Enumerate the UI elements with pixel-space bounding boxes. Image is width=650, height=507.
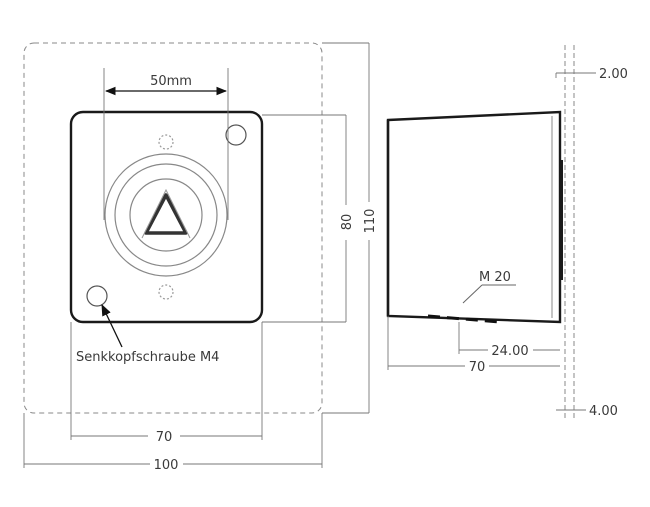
dim-110	[322, 42, 370, 414]
dim-100-label: 100	[154, 458, 179, 473]
dim-70-side-label: 70	[469, 360, 486, 375]
dim-24	[458, 322, 560, 354]
screw-leader	[101, 303, 123, 348]
screw-hole-top-right	[225, 124, 247, 146]
screw-note: Senkkopfschraube M4	[76, 350, 219, 365]
device-body	[69, 110, 264, 324]
led-top-icon	[158, 134, 174, 150]
outer-plate-outline	[23, 42, 323, 414]
thread-dash	[427, 314, 501, 324]
side-body-outline	[386, 110, 562, 324]
thread-label: M 20	[479, 270, 511, 285]
dim-70-side	[387, 316, 560, 370]
dim-50mm-label: 50mm	[150, 74, 192, 89]
dim-2-label: 2.00	[599, 67, 628, 82]
dim-50mm	[103, 68, 229, 220]
triangle-icon	[144, 193, 188, 235]
dim-4-label: 4.00	[589, 404, 618, 419]
dim-2	[555, 72, 596, 78]
dim-70-front	[70, 322, 263, 440]
led-bottom-icon	[158, 284, 174, 300]
thread-leader	[462, 284, 483, 304]
dim-80-label: 80	[340, 214, 355, 231]
dim-100	[23, 413, 323, 468]
dim-24-label: 24.00	[491, 344, 528, 359]
dim-80	[262, 114, 347, 323]
dim-70-front-label: 70	[156, 430, 173, 445]
screw-hole-bottom-left	[86, 285, 108, 307]
push-button	[104, 153, 228, 277]
dim-110-label: 110	[363, 209, 378, 234]
side-view: M 20 24.00 70 2.00 4.00	[386, 45, 628, 419]
front-view: 50mm 80 110 70	[23, 42, 378, 473]
